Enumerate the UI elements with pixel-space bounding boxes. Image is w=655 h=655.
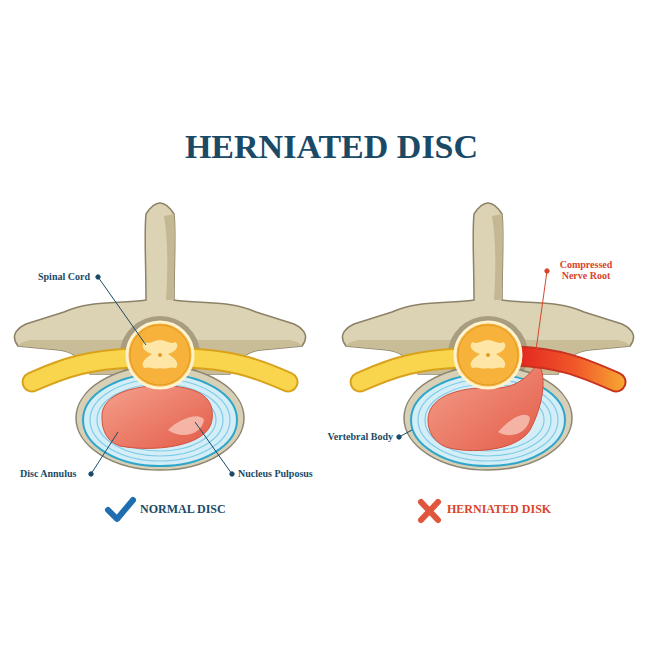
part-label: Compressed Nerve Root xyxy=(553,259,619,281)
part-label: Disc Annulus xyxy=(20,468,76,479)
part-label: Vertebral Body xyxy=(328,431,393,442)
part-label: Nucleus Pulposus xyxy=(238,468,313,479)
status-caption: NORMAL DISC xyxy=(140,503,226,516)
diagram-title: HERNIATED DISC xyxy=(4,128,655,165)
status-caption: HERNIATED DISK xyxy=(447,503,551,516)
part-label: Spinal Cord xyxy=(38,271,90,282)
